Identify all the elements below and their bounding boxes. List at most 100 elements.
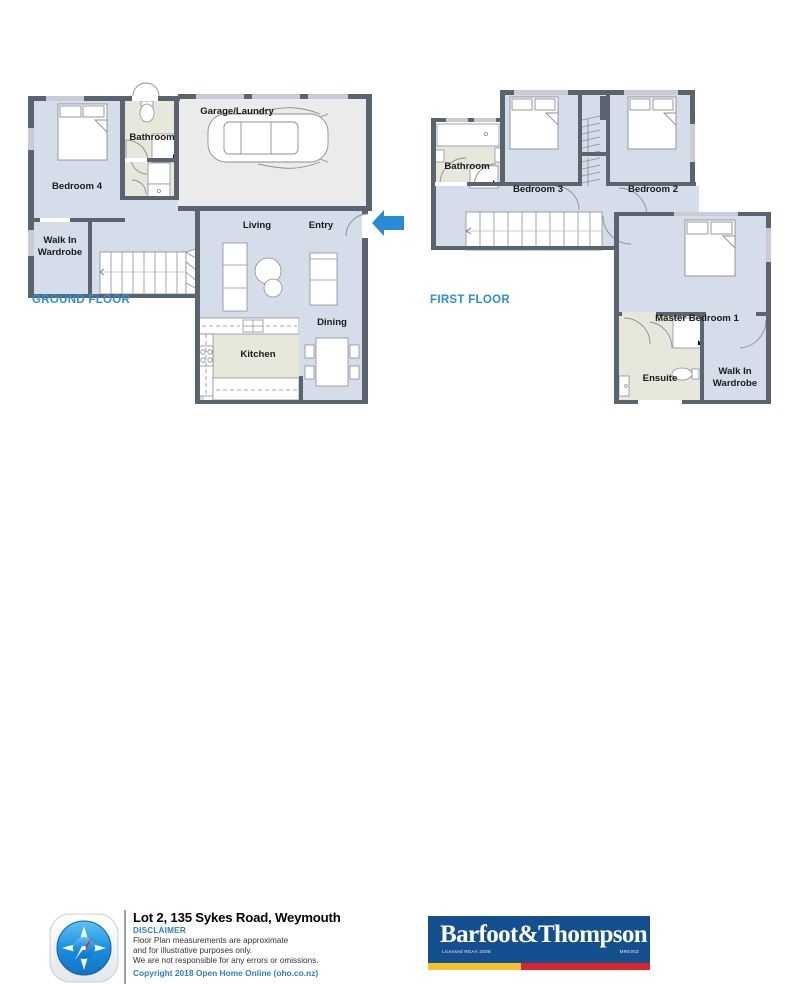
bed-bedroom2 (627, 96, 677, 150)
wall (120, 196, 125, 200)
bathroom-fixtures-ground (139, 100, 179, 199)
dining-table (304, 337, 360, 387)
room-fill-walkin-first (704, 316, 768, 400)
disclaimer-line-1: Floor Plan measurements are approximate (133, 936, 289, 945)
wall (88, 218, 92, 298)
wall (125, 196, 179, 200)
wall (431, 246, 619, 250)
wall (578, 152, 606, 156)
svg-text:N: N (82, 931, 86, 937)
window (624, 90, 678, 95)
wall (178, 206, 372, 211)
first-floor-svg: Bathroom Bedroom 3 Bedroom 2 Master Bedr… (430, 90, 771, 404)
disclaimer-line-2: and for illustrative purposes only. (133, 946, 253, 956)
bed-bedroom3 (509, 96, 559, 150)
wall-opening (706, 312, 756, 316)
footer: N S E W Lot 2, 135 Sykes Road, Weymouth … (0, 450, 800, 984)
first-walls (431, 90, 771, 404)
wall (614, 212, 619, 404)
first-floor-label: FIRST FLOOR (430, 294, 510, 306)
wall-opening (638, 400, 682, 404)
wall-opening (125, 158, 147, 162)
room-fill-hall-first (605, 186, 699, 216)
window (308, 94, 348, 99)
logo-name: Barfoot&Thompson (440, 921, 648, 948)
window (674, 212, 738, 216)
window (474, 118, 496, 122)
logo-stripe-red (521, 963, 650, 970)
logo-stripe (428, 963, 650, 970)
ground-floor-svg: Bedroom 4 Bathroom Garage/Laundry Walk I… (28, 82, 372, 404)
closet-rails (581, 115, 601, 186)
address-block: Lot 2, 135 Sykes Road, Weymouth DISCLAIM… (124, 910, 424, 984)
ground-walls (28, 82, 372, 404)
door-arc-walkin-first (739, 319, 767, 349)
room-label-bathroom-first: Bathroom (444, 161, 489, 172)
disclaimer-line-3: We are not responsible for any errors or… (133, 956, 319, 966)
wall (435, 182, 505, 186)
living-furniture (222, 242, 338, 312)
room-label-living: Living (243, 220, 271, 231)
room-label-walkin-first-line1: Walk In (718, 366, 751, 377)
wall (606, 182, 696, 186)
wall-opening (132, 96, 158, 101)
svg-text:W: W (67, 946, 72, 952)
barfoot-thompson-logo: Barfoot&Thompson Licensed REAA 2008 MREI… (428, 916, 650, 970)
bed-master (684, 219, 736, 277)
left-arrow-icon (372, 210, 404, 236)
wall (600, 96, 606, 120)
window (196, 94, 244, 99)
window (690, 124, 695, 162)
window (28, 128, 34, 150)
window (28, 230, 34, 256)
bed-bedroom4 (57, 103, 108, 161)
wall (606, 90, 610, 186)
entry-door-opening (362, 214, 368, 238)
wall (700, 312, 704, 404)
ground-floor-plan: Bedroom 4 Bathroom Garage/Laundry Walk I… (0, 0, 420, 440)
left-arrow-shape (372, 210, 404, 236)
stairs-first (465, 211, 603, 251)
wall (614, 212, 700, 216)
kitchen-fixtures (198, 317, 300, 401)
window (514, 90, 568, 95)
wall (362, 234, 368, 404)
wall (195, 400, 368, 404)
window (446, 118, 468, 122)
wall-opening (299, 318, 303, 376)
copyright-text: Copyright 2018 Open Home Online (oho.co.… (133, 967, 319, 978)
wall (28, 294, 199, 298)
room-label-bedroom3: Bedroom 3 (513, 184, 563, 195)
wall (33, 218, 125, 222)
compass-icon: N S E W (48, 912, 120, 984)
disclaimer-heading: DISCLAIMER (133, 926, 186, 935)
door-arc (132, 82, 160, 97)
entry-arrow (370, 208, 406, 238)
ground-floor-label: GROUND FLOOR (32, 294, 131, 306)
wall (366, 94, 372, 210)
room-label-master: Master Bedroom 1 (655, 313, 739, 324)
room-label-garage: Garage/Laundry (200, 106, 274, 117)
wall (500, 90, 505, 186)
door-arc-entry (345, 213, 369, 237)
wall (614, 312, 770, 316)
stairs-ground (99, 247, 200, 295)
wall (505, 182, 581, 186)
wall (174, 100, 179, 200)
room-label-ensuite: Ensuite (643, 373, 678, 384)
wall-opening (40, 218, 70, 222)
wall-opening (622, 312, 656, 316)
wall (431, 118, 436, 250)
window (766, 228, 771, 262)
wall (614, 400, 771, 404)
room-label-entry: Entry (309, 220, 334, 231)
first-floor-plan: Bathroom Bedroom 3 Bedroom 2 Master Bedr… (410, 0, 800, 440)
ensuite-fixtures (618, 317, 704, 397)
compass-icon-svg: N S E W (49, 913, 119, 983)
room-label-bedroom4: Bedroom 4 (52, 181, 103, 192)
door-arcs-ensuite (623, 317, 673, 349)
logo-licensed-text: Licensed REAA 2008 (442, 949, 491, 954)
wall (120, 96, 125, 200)
wall (195, 206, 200, 404)
wall (125, 158, 178, 162)
